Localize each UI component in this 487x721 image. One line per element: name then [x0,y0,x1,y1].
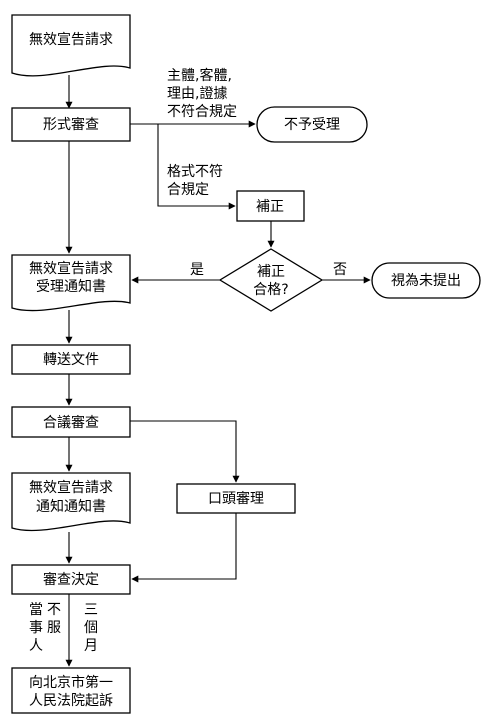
court-box [11,667,131,714]
edge-oral-hearing-to-decision [131,513,237,583]
court-line2: 人民法院起訴 [29,693,113,709]
correction-ok-line1: 補正 [257,264,285,280]
invalid-request-document [11,14,131,77]
edge-formal-review-to-correction [157,124,236,210]
dissatisfied-label-col2: 不服 [47,602,61,636]
acceptance-notice-line1: 無效宣告請求 [29,261,113,277]
oral-hearing-box [176,483,296,514]
deemed-not-filed-label: 視為未提出 [391,273,461,289]
correction-box [236,190,305,222]
forward-documents-label: 轉送文件 [43,352,99,368]
correction-ok-decision [218,248,324,312]
correction-label: 補正 [256,199,284,215]
acceptance-notice-line2: 受理通知書 [36,278,106,295]
not-accepted-terminal [256,106,368,143]
nonconform-label-line3: 不符合規定 [167,104,237,120]
acceptance-notice-document [11,254,131,312]
format-label-line1: 格式不符 [167,164,223,180]
court-line1: 向北京市第一 [29,674,113,691]
oral-hearing-label: 口頭審理 [208,491,264,507]
review-notice-line1: 無效宣告請求 [29,480,113,496]
deemed-not-filed-terminal [371,262,481,299]
forward-documents-box [11,344,131,375]
three-months-label: 三個月 [84,602,98,654]
review-decision-box [11,564,131,595]
nonconform-label-line2: 理由,證據 [167,85,227,102]
yes-label: 是 [190,262,204,278]
format-label-line2: 合規定 [167,182,209,198]
review-notice-line2: 通知通知書 [36,498,106,515]
invalid-request-label: 無效宣告請求 [29,32,113,48]
review-decision-label: 審查決定 [43,572,99,588]
formal-review-label: 形式審查 [43,117,99,133]
no-label: 否 [333,262,347,278]
formal-review-box [11,107,131,142]
dissatisfied-label-col1: 當事人 [29,602,43,654]
correction-ok-line2: 合格? [253,282,288,298]
panel-review-box [11,406,131,438]
nonconform-label-line1: 主體,客體, [167,67,232,84]
panel-review-label: 合議審查 [43,414,99,431]
not-accepted-label: 不予受理 [284,117,340,133]
edge-panel-to-oral-hearing [130,420,240,483]
review-notice-document [11,472,131,532]
